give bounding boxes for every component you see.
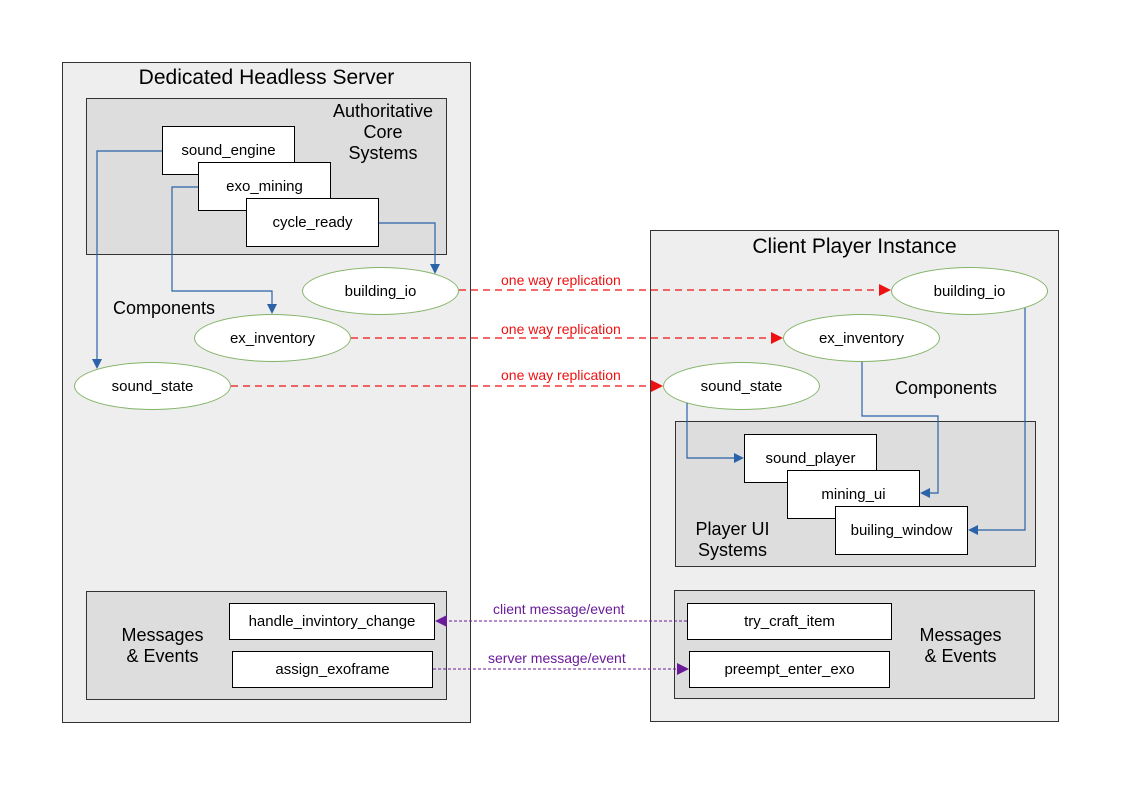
client-message-preempt-enter-exo[interactable]: preempt_enter_exo [689,651,890,688]
player-ui-systems-label: Player UI Systems [695,519,770,560]
client-message-try-craft-item[interactable]: try_craft_item [687,603,892,640]
replication-label-3: one way replication [501,367,621,383]
client-component-sound-state[interactable]: sound_state [663,362,820,410]
core-systems-label: Authoritative Core Systems [332,101,434,163]
client-title: Client Player Instance [752,235,957,258]
system-cycle-ready[interactable]: cycle_ready [246,198,379,247]
client-components-label: Components [895,378,998,398]
replication-label-2: one way replication [501,321,621,337]
server-components-label: Components [113,298,216,318]
server-message-handle-invintory-change[interactable]: handle_invintory_change [229,603,435,640]
client-component-building-io[interactable]: building_io [891,267,1048,315]
replication-label-1: one way replication [501,272,621,288]
server-component-sound-state[interactable]: sound_state [74,362,231,410]
server-component-building-io[interactable]: building_io [302,267,459,315]
server-messages-label: Messages & Events [121,625,204,666]
server-message-assign-exoframe[interactable]: assign_exoframe [232,651,433,688]
system-builing-window[interactable]: builing_window [835,506,968,555]
client-component-ex-inventory[interactable]: ex_inventory [783,314,940,362]
server-message-label: server message/event [488,650,626,666]
client-messages-label: Messages & Events [919,625,1002,666]
server-title: Dedicated Headless Server [138,66,395,89]
server-component-ex-inventory[interactable]: ex_inventory [194,314,351,362]
client-message-label: client message/event [493,601,625,617]
